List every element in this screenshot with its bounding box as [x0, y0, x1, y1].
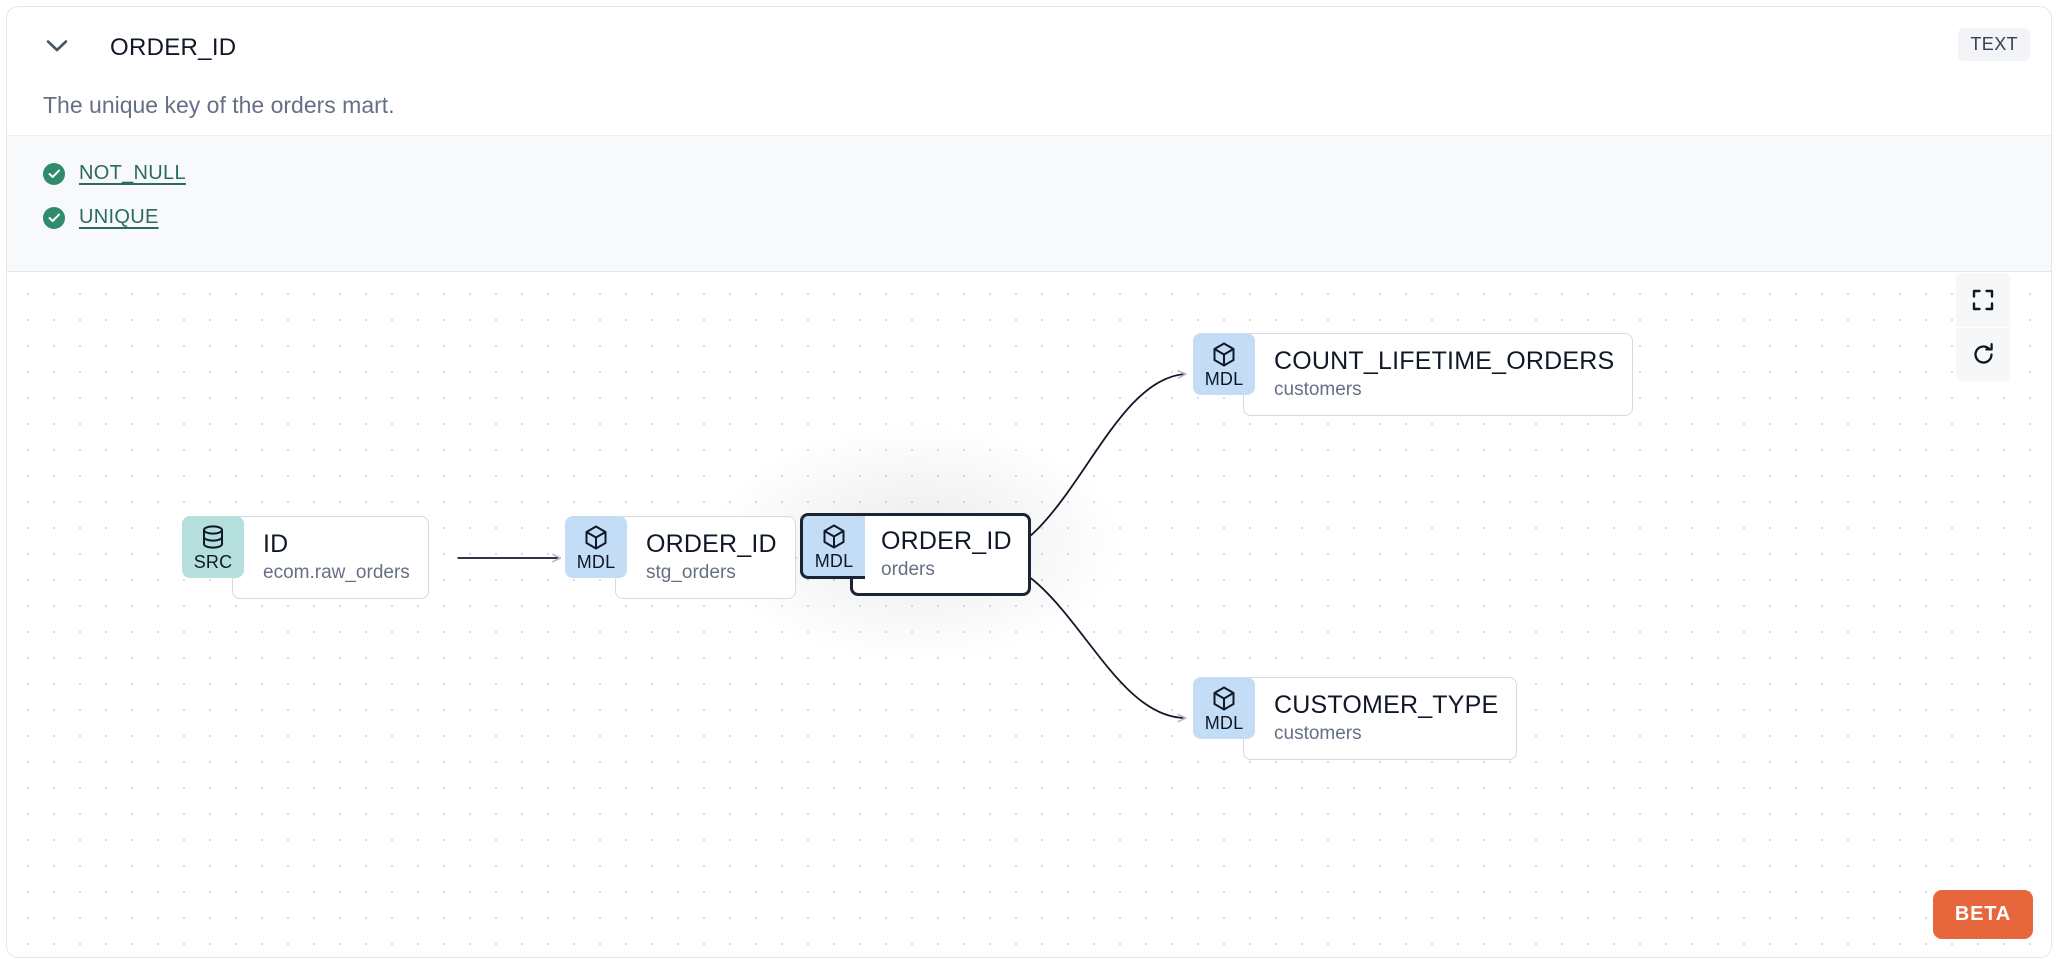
node-subtitle: ecom.raw_orders	[263, 562, 410, 583]
node-badge-label: MDL	[1204, 713, 1244, 733]
column-type-badge: TEXT	[1958, 28, 2030, 61]
column-detail-card: ORDER_ID TEXT The unique key of the orde…	[6, 6, 2052, 958]
cube-icon: MDL	[565, 516, 627, 578]
tests-section: NOT_NULL UNIQUE	[7, 135, 2051, 272]
node-name: CUSTOMER_TYPE	[1274, 691, 1499, 719]
test-link-unique[interactable]: UNIQUE	[79, 206, 159, 228]
lineage-node-count-lifetime-orders[interactable]: MDL COUNT_LIFETIME_ORDERS customers	[1193, 333, 1634, 416]
node-subtitle: customers	[1274, 379, 1362, 400]
node-body: ID ecom.raw_orders	[232, 516, 429, 599]
check-circle-icon	[43, 206, 65, 229]
node-subtitle: customers	[1274, 723, 1362, 744]
test-row[interactable]: NOT_NULL	[43, 162, 186, 185]
node-name: ID	[263, 530, 289, 558]
node-subtitle: stg_orders	[646, 562, 736, 583]
lineage-node-customer-type[interactable]: MDL CUSTOMER_TYPE customers	[1193, 677, 1518, 760]
node-name: COUNT_LIFETIME_ORDERS	[1274, 347, 1615, 375]
card-header: ORDER_ID TEXT	[7, 7, 2051, 75]
beta-badge[interactable]: BETA	[1932, 890, 2033, 939]
fit-view-button[interactable]	[1956, 273, 2010, 327]
node-body: COUNT_LIFETIME_ORDERS customers	[1243, 333, 1634, 416]
node-name: ORDER_ID	[881, 527, 1012, 555]
lineage-node-stg-order-id[interactable]: MDL ORDER_ID stg_orders	[565, 516, 796, 599]
node-body: CUSTOMER_TYPE customers	[1243, 677, 1518, 760]
lineage-edges	[457, 370, 1187, 723]
lineage-graph-canvas[interactable]: SRC ID ecom.raw_orders MDL ORDER_ID stg_…	[7, 273, 2051, 957]
cube-icon: MDL	[1193, 677, 1255, 739]
node-subtitle: orders	[881, 559, 935, 580]
test-row[interactable]: UNIQUE	[43, 206, 159, 229]
node-body: ORDER_ID stg_orders	[615, 516, 796, 599]
chevron-down-icon[interactable]	[43, 35, 71, 57]
cube-icon: MDL	[1193, 333, 1255, 395]
node-badge-label: SRC	[193, 552, 233, 572]
cube-icon: MDL	[800, 513, 865, 579]
node-badge-label: MDL	[576, 552, 616, 572]
refresh-icon[interactable]	[1956, 327, 2010, 381]
database-icon: SRC	[182, 516, 244, 578]
node-badge-label: MDL	[1204, 369, 1244, 389]
check-circle-icon	[43, 162, 65, 185]
lineage-node-id[interactable]: SRC ID ecom.raw_orders	[182, 516, 429, 599]
test-link-not-null[interactable]: NOT_NULL	[79, 162, 186, 184]
node-name: ORDER_ID	[646, 530, 777, 558]
canvas-controls	[1956, 273, 2010, 381]
page-title: ORDER_ID	[110, 34, 237, 61]
node-body: ORDER_ID orders	[850, 513, 1031, 596]
node-badge-label: MDL	[814, 551, 854, 571]
lineage-node-orders-order-id[interactable]: MDL ORDER_ID orders	[800, 513, 1031, 596]
column-description: The unique key of the orders mart.	[43, 92, 395, 118]
